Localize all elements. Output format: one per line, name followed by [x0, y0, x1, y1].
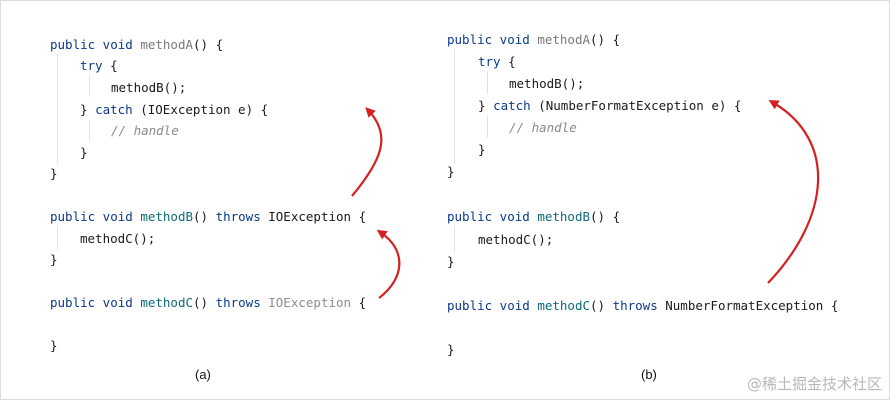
- watermark: @稀土掘金技术社区: [746, 375, 882, 393]
- call-method-b: methodB();: [509, 76, 585, 91]
- indent-guide: [57, 54, 58, 164]
- call-method-c: methodC();: [80, 231, 156, 246]
- close-brace: }: [80, 145, 88, 160]
- method-a-signature: public void methodA() {: [447, 32, 621, 47]
- call-method-c: methodC();: [478, 232, 554, 247]
- code-panel-a: public void methodA() { try { methodB();…: [0, 0, 440, 400]
- indent-guide: [487, 71, 488, 94]
- indent-guide: [57, 226, 58, 250]
- code-panel-b: public void methodA() { try { methodB();…: [445, 0, 890, 400]
- arrow-method-b-to-a: [351, 107, 383, 197]
- try-line: try {: [80, 58, 118, 73]
- indent-guide: [454, 226, 455, 253]
- try-line: try {: [478, 54, 516, 69]
- close-brace: }: [447, 342, 455, 357]
- close-brace: }: [447, 164, 455, 179]
- close-brace: }: [50, 338, 58, 353]
- close-brace: }: [50, 166, 58, 181]
- indent-guide: [487, 115, 488, 138]
- close-brace: }: [447, 254, 455, 269]
- close-brace: }: [478, 142, 486, 157]
- handle-comment: // handle: [111, 123, 179, 138]
- handle-comment: // handle: [509, 120, 577, 135]
- method-c-signature: public void methodC() throws NumberForma…: [447, 298, 839, 313]
- method-b-signature: public void methodB() {: [447, 209, 621, 224]
- indent-guide: [454, 49, 455, 164]
- arrow-method-c-to-a-b: [767, 100, 820, 284]
- method-a-signature: public void methodA() {: [50, 37, 224, 52]
- call-method-b: methodB();: [111, 80, 187, 95]
- catch-line: } catch (IOException e) {: [80, 102, 269, 117]
- catch-line: } catch (NumberFormatException e) {: [478, 98, 742, 113]
- close-brace: }: [50, 252, 58, 267]
- arrow-method-c-to-b: [376, 229, 401, 299]
- method-b-signature: public void methodB() throws IOException…: [50, 209, 367, 224]
- caption-a: (a): [195, 367, 211, 382]
- indent-guide: [89, 75, 90, 97]
- indent-guide: [89, 119, 90, 141]
- caption-b: (b): [641, 367, 657, 382]
- method-c-signature: public void methodC() throws IOException…: [50, 295, 367, 310]
